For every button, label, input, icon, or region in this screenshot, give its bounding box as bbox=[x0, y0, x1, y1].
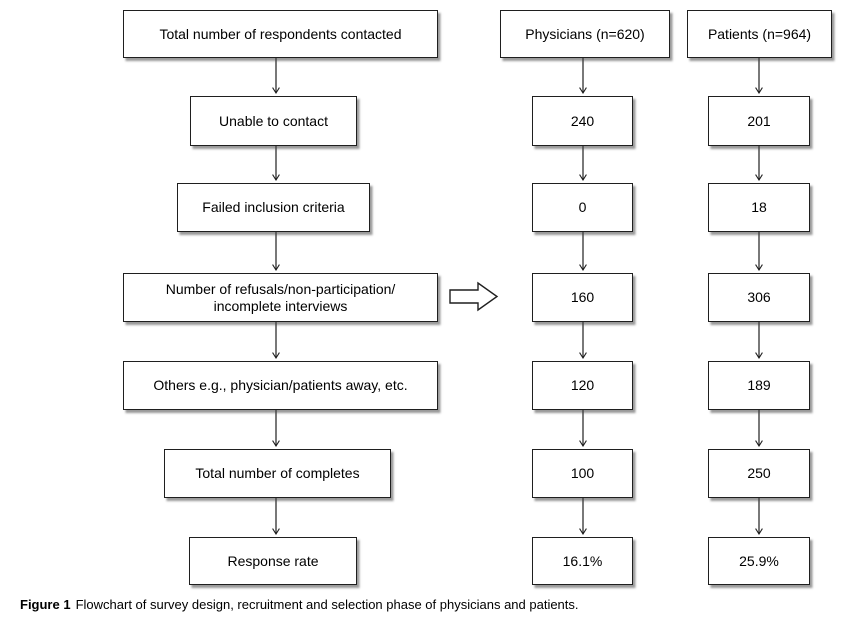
stage-box-others-away: Others e.g., physician/patients away, et… bbox=[123, 361, 438, 410]
patients-value-completes: 250 bbox=[708, 449, 810, 498]
physicians-value-response-rate: 16.1% bbox=[532, 537, 633, 585]
patients-value-others: 189 bbox=[708, 361, 810, 410]
patients-header-box: Patients (n=964) bbox=[687, 10, 832, 58]
figure-caption: Figure 1 Flowchart of survey design, recr… bbox=[20, 597, 822, 613]
stage-box-unable-to-contact: Unable to contact bbox=[190, 96, 357, 146]
physicians-value-refusals: 160 bbox=[532, 273, 633, 322]
physicians-value-unable: 240 bbox=[532, 96, 633, 146]
stage-box-failed-inclusion: Failed inclusion criteria bbox=[177, 183, 370, 232]
patients-value-refusals: 306 bbox=[708, 273, 810, 322]
stage-box-total-completes: Total number of completes bbox=[164, 449, 391, 498]
physicians-header-box: Physicians (n=620) bbox=[500, 10, 670, 58]
physicians-value-failed: 0 bbox=[532, 183, 633, 232]
stage-box-refusals: Number of refusals/non-participation/ in… bbox=[123, 273, 438, 322]
physicians-value-others: 120 bbox=[532, 361, 633, 410]
block-arrow-right-icon bbox=[449, 281, 499, 312]
figure-caption-text: Flowchart of survey design, recruitment … bbox=[75, 597, 579, 612]
patients-value-unable: 201 bbox=[708, 96, 810, 146]
figure-caption-label: Figure 1 bbox=[20, 597, 71, 612]
stage-box-response-rate: Response rate bbox=[189, 537, 357, 585]
physicians-value-completes: 100 bbox=[532, 449, 633, 498]
stage-box-respondents-contacted: Total number of respondents contacted bbox=[123, 10, 438, 58]
patients-value-failed: 18 bbox=[708, 183, 810, 232]
patients-value-response-rate: 25.9% bbox=[708, 537, 810, 585]
